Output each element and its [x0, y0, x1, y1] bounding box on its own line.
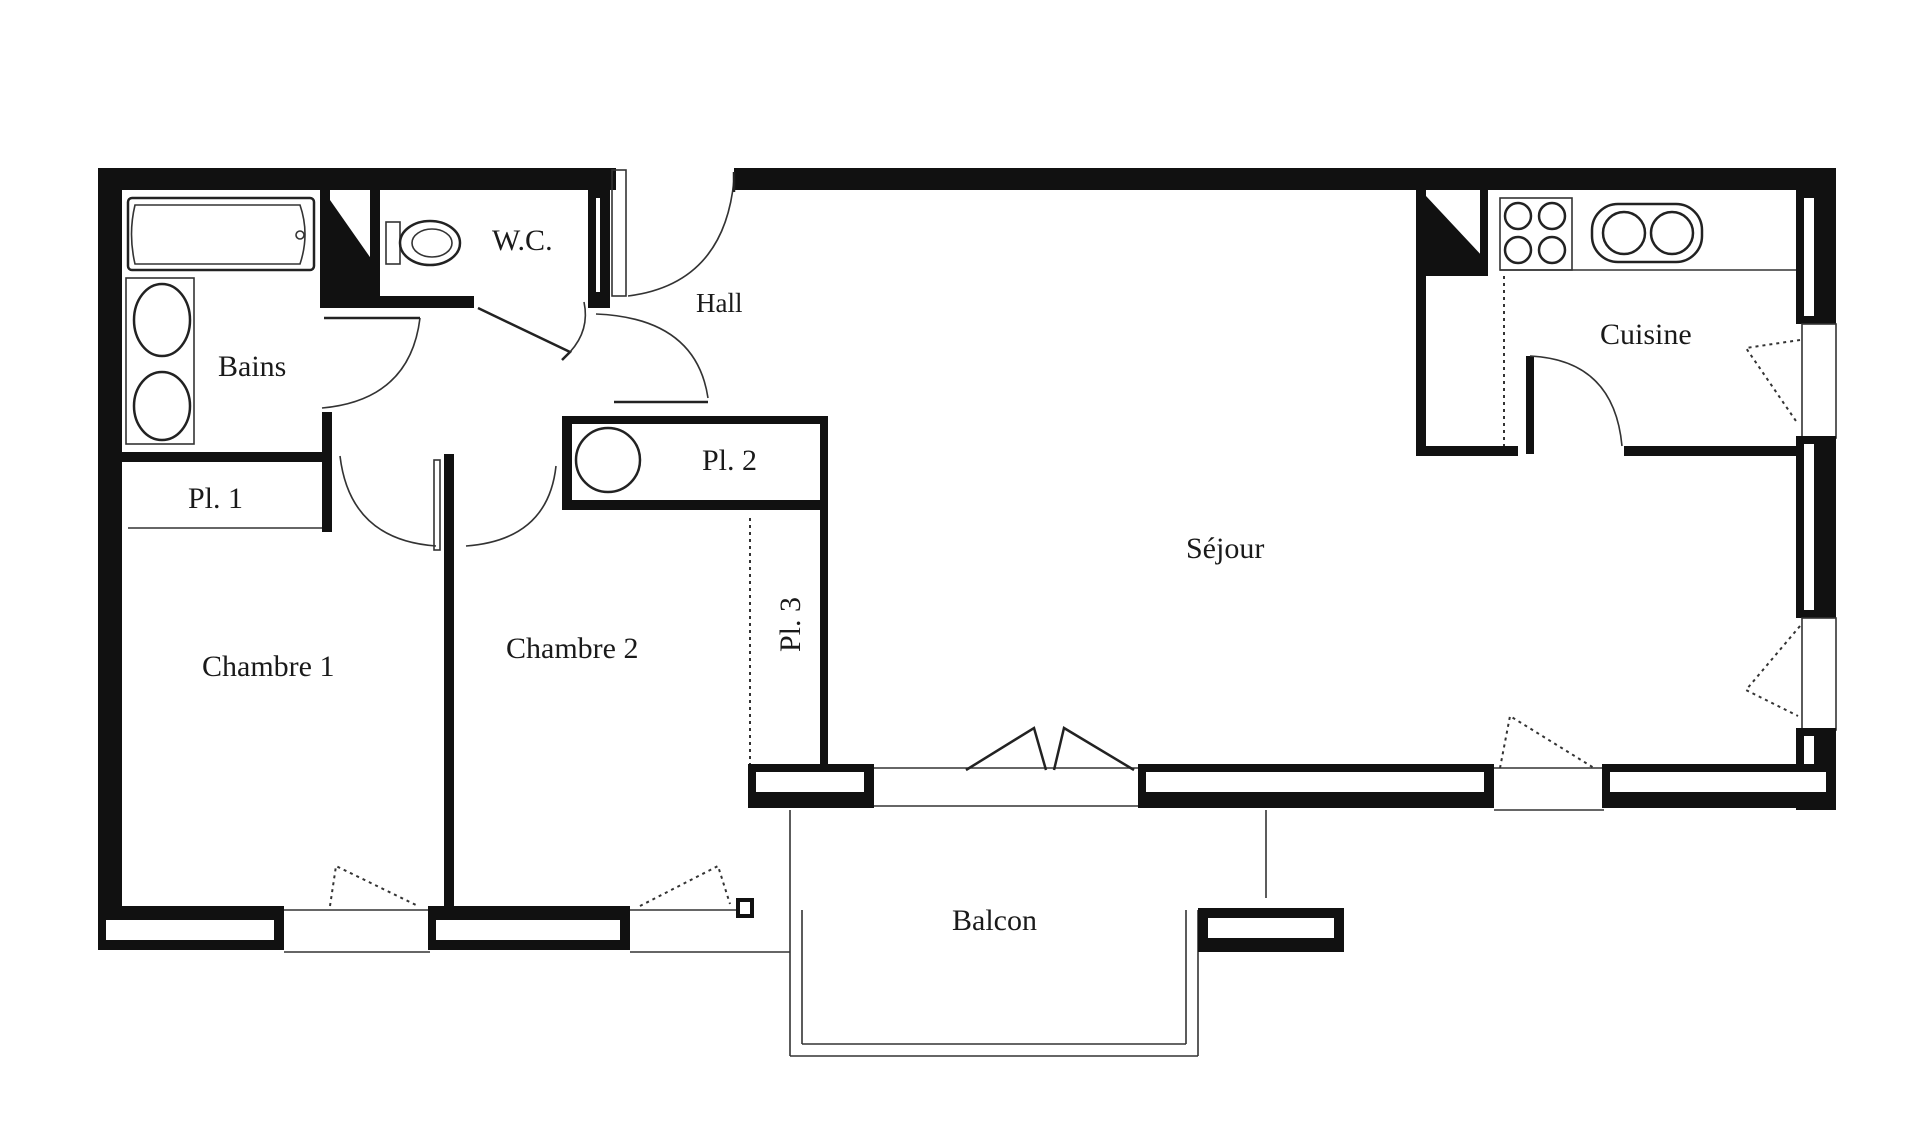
basin-counter: [125, 277, 195, 445]
bedroom-divider-door-frame: [433, 459, 441, 551]
bathtub-drain: [295, 230, 305, 240]
wc-bottom-wall: [320, 296, 474, 308]
sejour-right-wall: [1744, 436, 1837, 810]
kitchen: [1416, 190, 1837, 456]
bath-door-swing: [321, 317, 421, 409]
chambre2-door-swing: [465, 465, 557, 547]
label-hall: Hall: [696, 288, 743, 318]
hall-entry: [595, 172, 736, 404]
kitchen-duct-hatch: [1426, 196, 1484, 272]
pl2-wall-top: [562, 416, 826, 424]
kitchen-door-swing: [1529, 355, 1623, 447]
label-sejour: Séjour: [1186, 532, 1264, 565]
bedroom-partitions: [339, 454, 751, 908]
double-sink: [1590, 202, 1704, 264]
toilet-bowl: [398, 219, 462, 267]
toilet-seat: [411, 228, 453, 258]
washbasin-bottom: [132, 370, 192, 442]
hob-burner-3: [1503, 235, 1533, 265]
hob-burner-4: [1537, 235, 1567, 265]
hob-burner-2: [1537, 201, 1567, 231]
water-heater: [574, 426, 642, 494]
label-pl2: Pl. 2: [702, 444, 757, 477]
kitchen-wall-bottom-left: [1416, 446, 1518, 456]
room-labels: W.C. Hall Bains Pl. 1 Pl. 2 Pl. 3 Chambr…: [188, 224, 1692, 937]
sejour-window-frame: [1801, 617, 1837, 731]
label-pl3: Pl. 3: [774, 597, 807, 652]
wall-right-upper: [1812, 168, 1836, 194]
wc-door-swing: [569, 301, 587, 353]
kitchen-right-wall-inner: [1800, 194, 1818, 320]
bathtub: [126, 196, 316, 272]
label-pl1: Pl. 1: [188, 482, 243, 515]
balcony-wall-block-inner: [1204, 914, 1338, 942]
kitchen-wall-left: [1416, 190, 1426, 454]
bathtub-inner: [130, 204, 306, 265]
sejour-right-wall-upper-inner: [1800, 440, 1818, 614]
exterior-walls: [98, 168, 1836, 918]
label-bains: Bains: [218, 350, 286, 383]
facade-corner-post: [736, 898, 754, 918]
kitchen-duct-right: [1480, 190, 1488, 274]
kitchen-window-swing: [1744, 339, 1801, 425]
wc-partition-right: [370, 190, 380, 308]
label-cuisine: Cuisine: [1600, 318, 1692, 351]
hob: [1499, 197, 1573, 271]
wall-top-left: [98, 168, 616, 190]
pl2-wall-left: [562, 416, 572, 508]
cupboard-pl2: [562, 416, 828, 768]
wc-right-wall-inner: [592, 194, 604, 296]
wc-window-frame: [611, 169, 627, 297]
chambre1-door-swing: [339, 455, 437, 547]
sejour-window-swing: [1744, 625, 1801, 717]
bedroom-divider: [444, 454, 454, 908]
sink-bowl-right: [1649, 210, 1695, 256]
wall-top-right: [734, 168, 1836, 190]
wc-door-leaf: [477, 306, 573, 361]
sejour-french-door-left: [965, 726, 1048, 772]
bath-wall-bottom: [122, 452, 332, 462]
duct-hatch: [330, 200, 372, 296]
bottom-facade: [98, 714, 1836, 953]
chambre1-window-swing: [329, 864, 419, 907]
label-wc: W.C.: [492, 224, 553, 257]
wall-left: [98, 168, 122, 918]
facade-bedroom-mid-inner: [432, 916, 624, 944]
toilet-tank: [385, 221, 401, 265]
label-balcon: Balcon: [952, 904, 1037, 937]
sejour-french-door-right: [1052, 726, 1135, 772]
label-chambre1: Chambre 1: [202, 650, 334, 683]
facade-bedroom-left-inner: [102, 916, 278, 944]
facade-sejour-right-inner: [1606, 768, 1830, 796]
kitchen-window-frame: [1801, 323, 1837, 439]
balcony: [789, 810, 1344, 1057]
facade-sejour-left-inner: [752, 768, 868, 796]
wc-partition-left: [320, 190, 330, 308]
pl2-wall-bottom: [562, 500, 826, 510]
pl2-wall-right: [820, 416, 828, 768]
kitchen-duct-bottom: [1416, 268, 1488, 276]
washbasin-top: [132, 282, 192, 358]
sejour-window-2-swing: [1499, 714, 1595, 769]
bathroom-block: [122, 169, 627, 532]
facade-sejour-mid-inner: [1142, 768, 1488, 796]
kitchen-wall-bottom-right: [1624, 446, 1818, 456]
hob-burner-1: [1503, 201, 1533, 231]
bath-wall-stub: [322, 412, 332, 532]
sink-bowl-left: [1601, 210, 1647, 256]
hall-door-swing: [595, 313, 709, 399]
chambre2-window-swing: [639, 864, 731, 907]
label-chambre2: Chambre 2: [506, 632, 638, 665]
entry-door-swing: [627, 179, 735, 297]
kitchen-door-jamb: [1526, 356, 1534, 454]
